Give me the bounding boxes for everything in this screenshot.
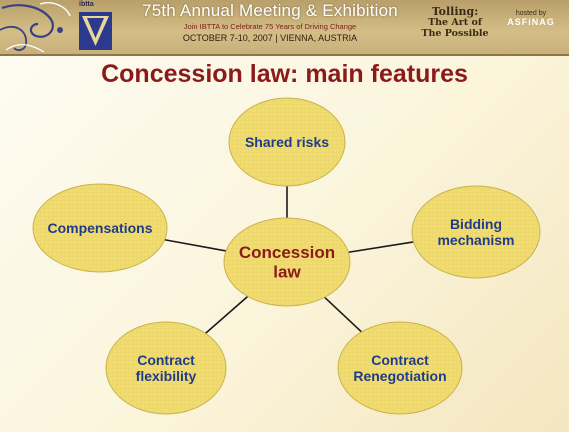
hosted-by-label: hosted by [515,10,547,17]
node-bidding-mechanism-ellipse [411,185,541,279]
link-contract-renegotiation [324,296,363,333]
tolling-line-1: Tolling: [431,5,479,18]
host-credit: hosted by ASFiNAG [496,10,566,27]
ibtta-logo-icon [79,12,112,50]
node-shared-risks: Shared risks [228,97,346,187]
link-contract-flexibility [204,295,249,334]
meeting-date: OCTOBER 7-10, 2007 | VIENNA, AUSTRIA [182,33,358,43]
link-bidding-mechanism [348,241,414,254]
tolling-line-3: The Possible [421,28,489,39]
tolling-line-2: The Art of [428,17,482,28]
center-node-ellipse [223,217,351,307]
center-node-label-line-1: Concession [239,243,335,262]
tolling-slogan: Tolling: The Art of The Possible [420,4,490,50]
meeting-subtitle: Join IBTTA to Celebrate 75 Years of Driv… [183,22,357,31]
decorative-swirl-icon [0,2,71,53]
node-compensations-label-line-1: Compensations [47,220,152,236]
node-bidding-mechanism-label-line-2: mechanism [437,232,514,248]
host-name: ASFiNAG [507,17,555,27]
node-compensations-ellipse [32,183,168,273]
ibtta-tag: ibtta [79,1,94,8]
node-contract-flexibility-ellipse [105,321,227,415]
node-shared-risks-ellipse [228,97,346,187]
node-compensations: Compensations [32,183,168,273]
node-contract-renegotiation-label-line-1: Contract [371,352,429,368]
link-compensations [164,238,227,252]
center-node-label-line-2: law [273,263,301,282]
meeting-title: 75th Annual Meeting & Exhibition [142,1,398,20]
node-shared-risks-label-line-1: Shared risks [245,134,329,150]
node-contract-renegotiation-ellipse [337,321,463,415]
node-contract-renegotiation-label-line-2: Renegotiation [353,368,446,384]
slide-title: Concession law: main features [101,60,468,88]
conference-banner: ibtta 75th Annual Meeting & Exhibition J… [0,0,569,56]
node-contract-flexibility-label-line-1: Contract [137,352,195,368]
node-bidding-mechanism-label-line-1: Bidding [450,216,502,232]
node-contract-flexibility-label-line-2: flexibility [136,368,197,384]
